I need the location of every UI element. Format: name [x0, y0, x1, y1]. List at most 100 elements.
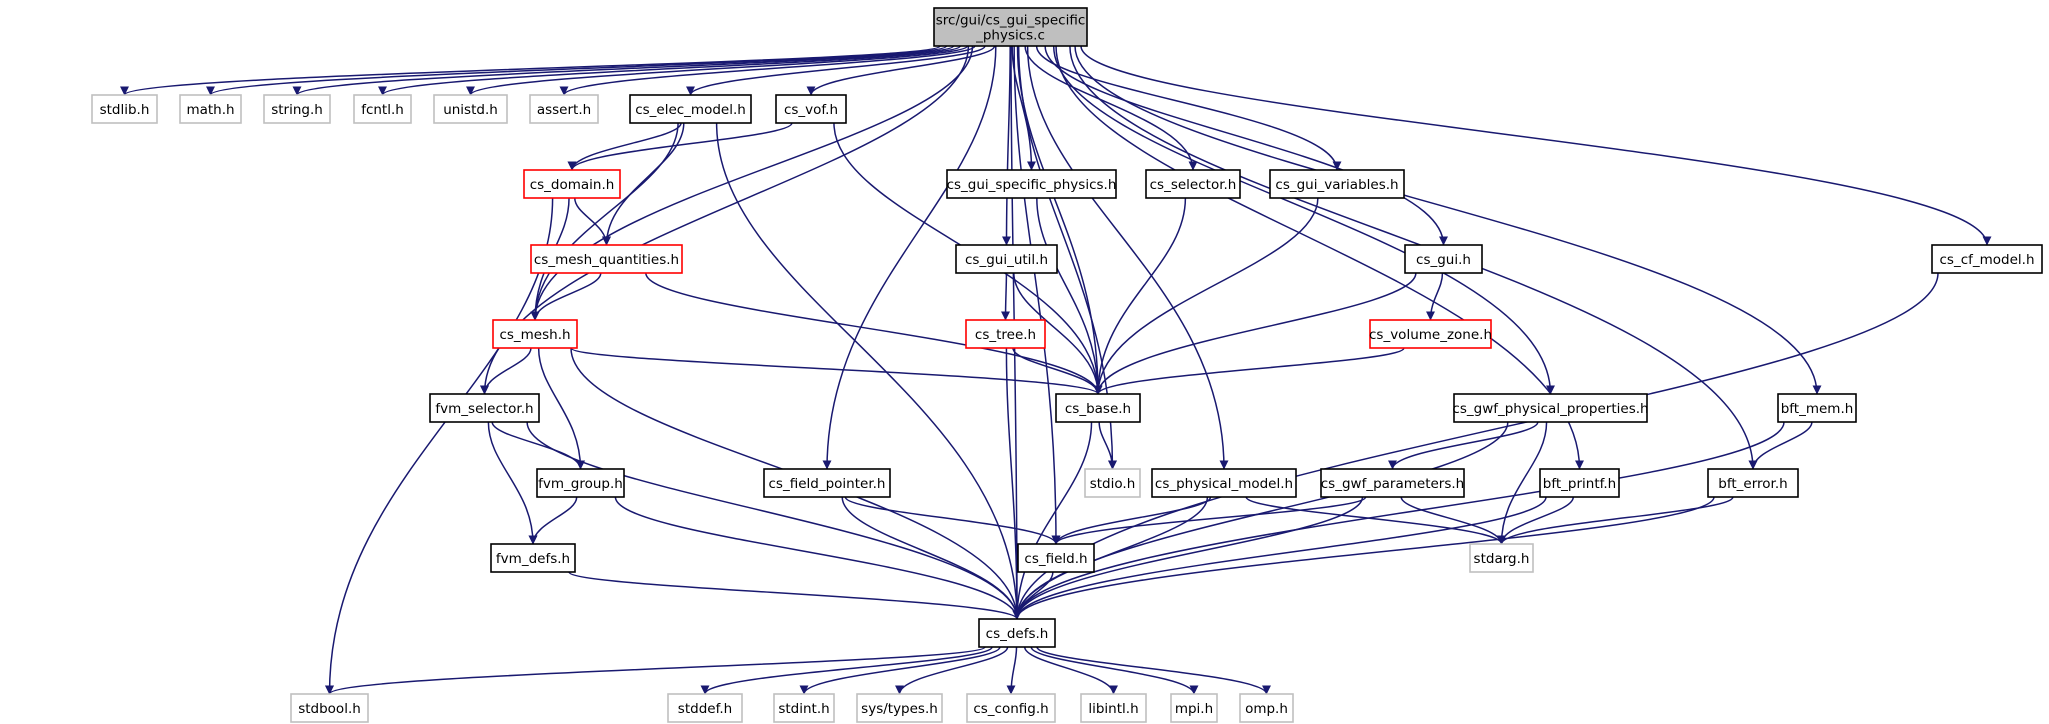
node-label: bft_mem.h [1781, 401, 1854, 417]
node-root[interactable]: src/gui/cs_gui_specific_physics.c [933, 7, 1088, 47]
node-box [1151, 468, 1297, 498]
edge-mesh-to-fvmsel [480, 347, 532, 395]
node-fvmsel[interactable]: fvm_selector.h [429, 393, 540, 423]
edge-meshq-to-base [645, 272, 1103, 395]
edge-gwfpp-to-stdarg [1497, 421, 1548, 545]
node-label: src/gui/cs_gui_specific [936, 13, 1086, 29]
node-fvmgroup[interactable]: fvm_group.h [536, 468, 625, 498]
node-label: cs_gui.h [1416, 252, 1471, 268]
edge-root-to-bftmem [1074, 45, 1822, 395]
edge-gwfparams-to-stdarg [1400, 496, 1506, 545]
edge-fvmdefs-to-defs [568, 571, 1022, 620]
node-box [429, 393, 540, 423]
edge-elec-to-meshq [602, 122, 685, 246]
node-box [1269, 169, 1405, 199]
node-box [492, 319, 578, 349]
node-label: stdint.h [778, 701, 829, 717]
edge-selector-to-base [1093, 197, 1187, 395]
node-guiutil[interactable]: cs_gui_util.h [955, 244, 1058, 274]
node-label: cs_field.h [1024, 551, 1087, 567]
node-label: bft_error.h [1718, 476, 1787, 492]
edge-guiutil-to-base [1013, 272, 1103, 395]
node-elec[interactable]: cs_elec_model.h [629, 94, 752, 124]
edge-bfterror-to-stdarg [1497, 496, 1734, 545]
node-label: libintl.h [1088, 701, 1138, 717]
edge-fieldptr-to-defs [841, 496, 1022, 620]
node-selector[interactable]: cs_selector.h [1145, 169, 1241, 199]
node-box [966, 693, 1056, 723]
edge-elec-to-defs [715, 122, 1022, 620]
node-box [978, 618, 1056, 648]
edge-root-to-gui [1044, 45, 1448, 246]
edge-root-to-bfterror [1069, 45, 1758, 470]
edge-root-to-fieldptr [822, 45, 997, 470]
node-gwfpp[interactable]: cs_gwf_physical_properties.h [1452, 393, 1649, 423]
edge-root-to-fcntl [378, 45, 962, 96]
edge-defs-to-mpi [1030, 646, 1199, 695]
node-box [856, 693, 943, 723]
node-label: cs_field_pointer.h [769, 476, 886, 492]
node-box [91, 94, 158, 124]
edge-root-to-guivars [1035, 45, 1342, 171]
node-box [1469, 543, 1534, 573]
edge-gui-to-base [1093, 272, 1417, 395]
edge-vof-to-domain [567, 122, 793, 171]
edge-root-to-physmodel [1026, 45, 1229, 470]
node-box [433, 94, 508, 124]
edge-defs-to-csconfig [1006, 646, 1018, 695]
node-field[interactable]: cs_field.h [1017, 543, 1095, 573]
node-label: cs_mesh.h [499, 327, 570, 343]
node-physmodel[interactable]: cs_physical_model.h [1151, 468, 1297, 498]
node-gui[interactable]: cs_gui.h [1404, 244, 1483, 274]
node-box [1080, 693, 1147, 723]
node-base[interactable]: cs_base.h [1055, 393, 1141, 423]
node-label: mpi.h [1175, 701, 1213, 717]
node-vof[interactable]: cs_vof.h [775, 94, 847, 124]
edge-guivars-to-base [1093, 197, 1319, 395]
node-label: fcntl.h [361, 102, 404, 118]
node-gsp[interactable]: cs_gui_specific_physics.h [946, 169, 1117, 199]
node-label: stddef.h [678, 701, 732, 717]
node-fvmdefs[interactable]: fvm_defs.h [490, 543, 576, 573]
node-label: assert.h [537, 102, 591, 118]
node-string: string.h [263, 94, 331, 124]
edge-fvmgroup-to-defs [614, 496, 1022, 620]
node-label: stdbool.h [298, 701, 361, 717]
edge-defs-to-libintl [1023, 646, 1118, 695]
edge-tree-to-defs [1005, 347, 1022, 620]
node-bftmem[interactable]: bft_mem.h [1777, 393, 1857, 423]
node-box [1369, 319, 1492, 349]
node-box [1539, 468, 1620, 498]
node-defs[interactable]: cs_defs.h [978, 618, 1056, 648]
node-label: math.h [186, 102, 234, 118]
node-omp: omp.h [1239, 693, 1294, 723]
node-box [1239, 693, 1294, 723]
node-mesh[interactable]: cs_mesh.h [492, 319, 578, 349]
node-gwfparams[interactable]: cs_gwf_parameters.h [1320, 468, 1465, 498]
node-box [1707, 468, 1799, 498]
node-bfterror[interactable]: bft_error.h [1707, 468, 1799, 498]
node-fieldptr[interactable]: cs_field_pointer.h [763, 468, 891, 498]
node-label: string.h [271, 102, 323, 118]
node-box [1453, 393, 1648, 423]
edge-defs-to-stdbool [325, 646, 986, 695]
edge-root-to-guiutil [1002, 45, 1012, 246]
node-volzone[interactable]: cs_volume_zone.h [1369, 319, 1492, 349]
node-bftprintf[interactable]: bft_printf.h [1539, 468, 1620, 498]
node-guivars[interactable]: cs_gui_variables.h [1269, 169, 1405, 199]
edge-fieldptr-to-field [844, 496, 1061, 545]
node-meshq[interactable]: cs_mesh_quantities.h [530, 244, 683, 274]
edge-mesh-to-base [570, 347, 1103, 395]
node-domain[interactable]: cs_domain.h [523, 169, 621, 199]
node-stdlib: stdlib.h [91, 94, 158, 124]
edge-fvmsel-to-defs [526, 421, 1022, 620]
node-label: cs_mesh_quantities.h [534, 252, 679, 268]
node-cfmodel[interactable]: cs_cf_model.h [1931, 244, 2043, 274]
edge-fvmsel-to-fvmdefs [487, 421, 538, 545]
node-label: omp.h [1245, 701, 1288, 717]
edge-root-to-math [206, 45, 948, 96]
node-tree[interactable]: cs_tree.h [965, 319, 1046, 349]
edge-domain-to-meshq [574, 197, 611, 246]
node-box [490, 543, 576, 573]
